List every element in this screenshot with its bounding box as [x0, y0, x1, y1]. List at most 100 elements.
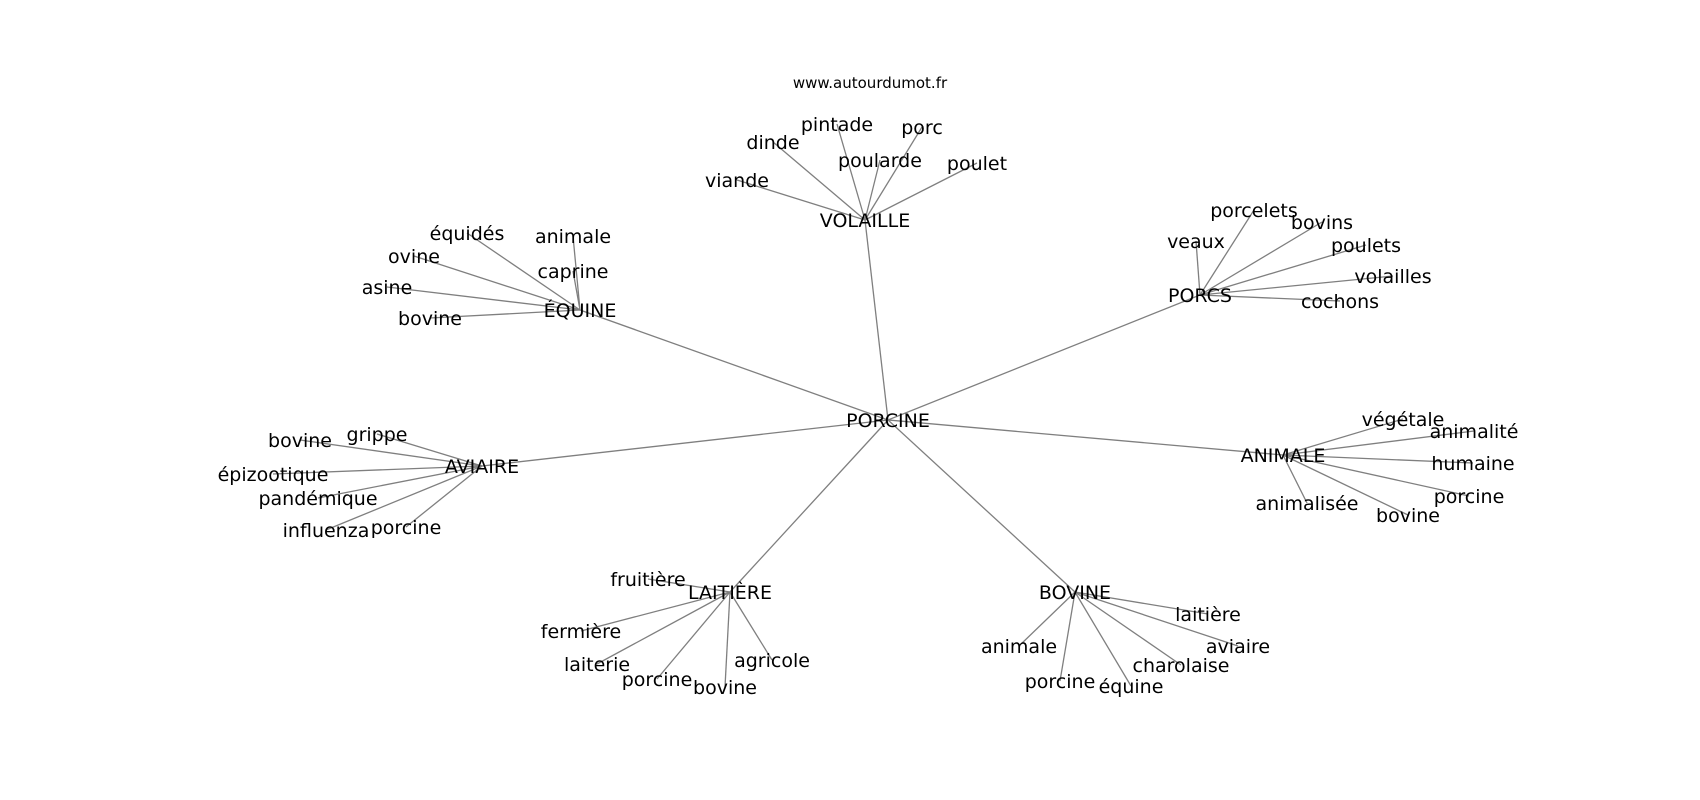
node-center-porcine[interactable]: PORCINE [846, 410, 930, 432]
edge-laitiere-fermiere [580, 591, 731, 632]
node-leaf-volailles[interactable]: volailles [1354, 266, 1431, 288]
edge-center-equine [579, 309, 889, 421]
edge-porcs-cochons [1199, 294, 1341, 302]
node-leaf-equine[interactable]: équine [1099, 676, 1164, 698]
edge-bovine-charolaise [1074, 591, 1182, 666]
node-leaf-charolaise[interactable]: charolaise [1133, 655, 1230, 677]
edge-porcs-poulets [1199, 244, 1367, 296]
node-leaf-porcine[interactable]: porcine [622, 669, 693, 691]
node-leaf-porcelets[interactable]: porcelets [1210, 200, 1298, 222]
node-leaf-bovine[interactable]: bovine [268, 430, 332, 452]
edge-center-bovine [887, 419, 1076, 593]
edge-animale-vegetale [1282, 418, 1404, 456]
node-leaf-humaine[interactable]: humaine [1431, 453, 1514, 475]
node-hub-equine[interactable]: ÉQUINE [544, 299, 617, 322]
edge-laitiere-laiterie [596, 591, 731, 665]
node-leaf-laitiere[interactable]: laitière [1175, 604, 1241, 626]
edge-volaille-viande [736, 179, 866, 221]
node-leaf-porc[interactable]: porc [901, 117, 943, 139]
edge-equine-caprine [572, 270, 581, 311]
edge-bovine-porcine [1059, 591, 1076, 682]
edge-aviaire-porcine [405, 465, 483, 528]
node-leaf-porcine[interactable]: porcine [1434, 486, 1505, 508]
edge-center-animale [887, 419, 1284, 456]
node-leaf-aviaire[interactable]: aviaire [1206, 636, 1270, 658]
node-leaf-grippe[interactable]: grippe [347, 424, 408, 446]
edge-animale-porcine [1282, 454, 1470, 497]
node-leaf-porcine[interactable]: porcine [371, 517, 442, 539]
node-leaf-porcine[interactable]: porcine [1025, 671, 1096, 693]
node-leaf-equides[interactable]: équidés [430, 223, 505, 245]
edge-center-porcs [887, 294, 1201, 421]
edge-equine-asine [386, 286, 581, 311]
edge-porcs-volailles [1199, 275, 1394, 296]
node-leaf-bovine[interactable]: bovine [398, 308, 462, 330]
node-leaf-animalite[interactable]: animalité [1430, 421, 1519, 443]
node-leaf-bovins[interactable]: bovins [1291, 212, 1353, 234]
node-leaf-animale[interactable]: animale [981, 636, 1057, 658]
edge-aviaire-influenza [325, 465, 483, 531]
edge-porcs-bovins [1199, 221, 1323, 296]
edge-porcs-porcelets [1199, 209, 1255, 296]
node-leaf-ovine[interactable]: ovine [388, 246, 440, 268]
edge-equine-equides [466, 232, 581, 311]
edge-laitiere-bovine [724, 591, 731, 688]
edge-animale-humaine [1282, 454, 1474, 464]
edge-volaille-dinde [772, 141, 866, 221]
node-leaf-poularde[interactable]: poularde [838, 150, 922, 172]
edge-volaille-porc [864, 126, 923, 221]
node-leaf-poulets[interactable]: poulets [1331, 235, 1401, 257]
node-leaf-agricole[interactable]: agricole [734, 650, 810, 672]
edge-animale-bovine [1282, 454, 1409, 516]
node-leaf-animalisee[interactable]: animalisée [1256, 493, 1359, 515]
edge-aviaire-grippe [376, 433, 483, 467]
node-hub-porcs[interactable]: PORCS [1168, 285, 1232, 307]
edge-animale-animalite [1282, 430, 1475, 456]
edge-animale-animalisee [1282, 454, 1308, 504]
edge-aviaire-bovine [299, 439, 483, 467]
node-leaf-caprine[interactable]: caprine [538, 261, 609, 283]
edge-volaille-poularde [864, 159, 881, 221]
edge-equine-bovine [429, 309, 581, 319]
node-leaf-bovine[interactable]: bovine [1376, 505, 1440, 527]
edge-center-volaille [864, 219, 889, 421]
edge-volaille-poulet [864, 162, 978, 221]
node-leaf-influenza[interactable]: influenza [283, 520, 370, 542]
edge-bovine-animale [1018, 591, 1076, 647]
source-url: www.autourdumot.fr [793, 74, 948, 92]
edge-porcs-veaux [1195, 240, 1201, 296]
node-hub-bovine[interactable]: BOVINE [1039, 582, 1111, 604]
edge-bovine-equine [1074, 591, 1132, 687]
node-leaf-pandemique[interactable]: pandémique [258, 488, 377, 510]
edge-laitiere-porcine [656, 591, 731, 680]
node-leaf-poulet[interactable]: poulet [947, 153, 1007, 175]
edges-layer [272, 123, 1475, 688]
node-leaf-fermiere[interactable]: fermière [541, 621, 621, 643]
edge-aviaire-pandemique [317, 465, 483, 499]
node-leaf-dinde[interactable]: dinde [746, 132, 799, 154]
node-hub-laitiere[interactable]: LAITIÈRE [688, 581, 772, 604]
edge-center-laitiere [729, 419, 889, 593]
edge-equine-animale [572, 235, 581, 311]
labels-layer: www.autourdumot.fr PORCINE VOLAILLE viande… [218, 74, 1519, 699]
node-leaf-bovine[interactable]: bovine [693, 677, 757, 699]
node-leaf-epizootique[interactable]: épizootique [218, 464, 329, 486]
node-leaf-animale[interactable]: animale [535, 226, 611, 248]
node-leaf-veaux[interactable]: veaux [1167, 231, 1225, 253]
node-hub-aviaire[interactable]: AVIAIRE [445, 456, 519, 478]
edge-volaille-pintade [836, 123, 866, 221]
edge-equine-ovine [413, 255, 581, 311]
node-leaf-asine[interactable]: asine [362, 277, 413, 299]
node-leaf-laiterie[interactable]: laiterie [564, 654, 630, 676]
node-leaf-vegetale[interactable]: végétale [1362, 409, 1445, 431]
node-hub-animale[interactable]: ANIMALE [1241, 445, 1326, 467]
node-leaf-viande[interactable]: viande [705, 170, 769, 192]
node-hub-volaille[interactable]: VOLAILLE [820, 210, 910, 232]
node-leaf-fruitiere[interactable]: fruitière [610, 569, 685, 591]
edge-center-aviaire [481, 419, 889, 467]
node-leaf-cochons[interactable]: cochons [1301, 291, 1379, 313]
edge-bovine-laitiere [1074, 591, 1209, 615]
node-leaf-pintade[interactable]: pintade [801, 114, 873, 136]
edge-bovine-aviaire [1074, 591, 1239, 647]
